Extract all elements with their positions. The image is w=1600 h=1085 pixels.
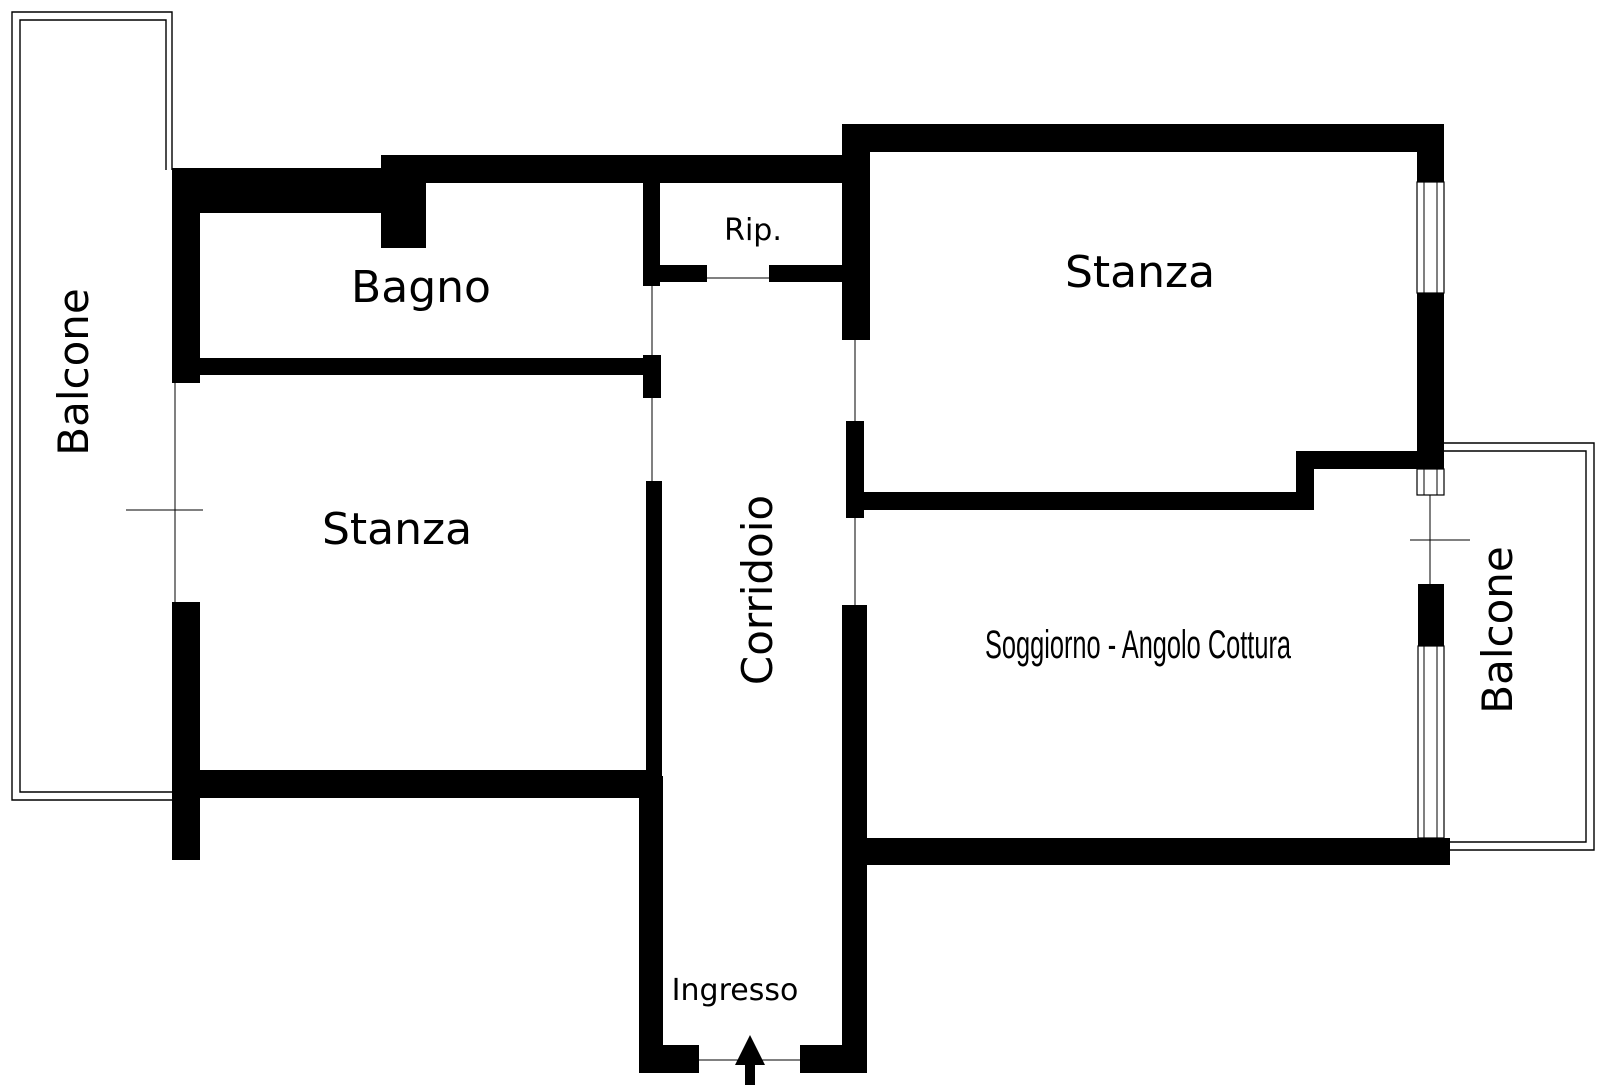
- windows: [1410, 181, 1470, 839]
- arrow-up-icon: [735, 1035, 765, 1085]
- room-label-soggiorno: Soggiorno - Angolo Cottura: [985, 623, 1291, 667]
- room-label-corridoio: Corridoio: [733, 495, 782, 685]
- room-label-ripostiglio: Rip.: [724, 213, 782, 248]
- walls: [172, 124, 1450, 1073]
- balcony-right-outline: [1442, 442, 1595, 851]
- balcony-left-outline: [11, 11, 173, 801]
- room-label-ingresso: Ingresso: [672, 973, 799, 1008]
- room-label-stanza-top-right: Stanza: [1065, 247, 1215, 298]
- room-label-balcone-left: Balcone: [49, 288, 98, 455]
- room-label-stanza-left: Stanza: [322, 504, 472, 555]
- room-label-bagno: Bagno: [351, 262, 491, 313]
- room-label-balcone-right: Balcone: [1473, 546, 1522, 713]
